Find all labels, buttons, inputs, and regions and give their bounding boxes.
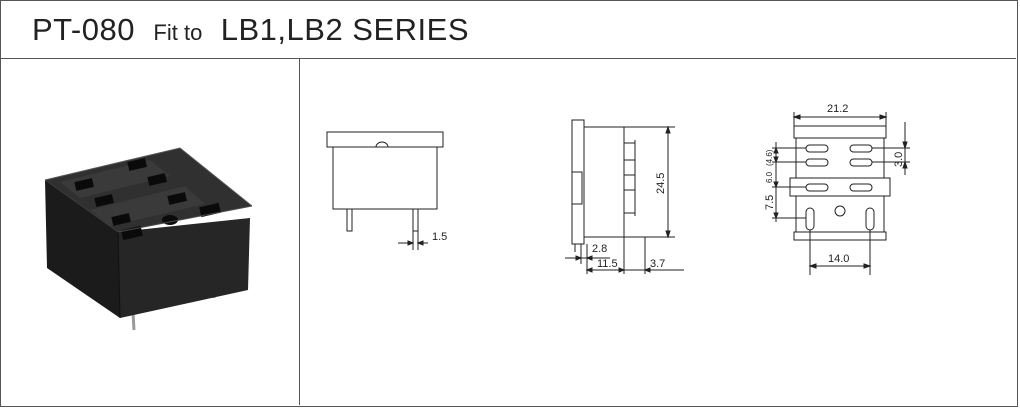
front-view-drawing	[326, 131, 444, 250]
side-view-drawing	[565, 119, 684, 274]
header: PT-080 Fit to LB1,LB2 SERIES	[0, 0, 1016, 59]
panel-divider	[299, 59, 300, 405]
bottom-view-drawing	[772, 112, 910, 275]
side-offset-label: 2.8	[592, 243, 607, 255]
bottom-pitch-3-label: 3.0	[893, 152, 905, 167]
series-name: LB1,LB2 SERIES	[220, 12, 470, 47]
page-title: PT-080 Fit to LB1,LB2 SERIES	[32, 12, 469, 48]
bottom-pitch-4-6-label: (4.6)	[765, 149, 774, 166]
front-pin-gap-label: 1.5	[432, 231, 447, 243]
bottom-pitch-7-5-label: 7.5	[764, 195, 776, 210]
side-height-label: 24.5	[655, 173, 667, 194]
side-depth-label: 11.5	[597, 258, 618, 270]
fit-to-label: Fit to	[153, 20, 203, 45]
product-photo	[44, 147, 253, 331]
model-number: PT-080	[32, 12, 135, 47]
bottom-pin-span-label: 14.0	[828, 253, 849, 265]
bottom-pitch-6-label: 6.0	[765, 171, 774, 183]
bottom-width-label: 21.2	[827, 103, 848, 115]
side-pin-length-label: 3.7	[650, 258, 665, 270]
